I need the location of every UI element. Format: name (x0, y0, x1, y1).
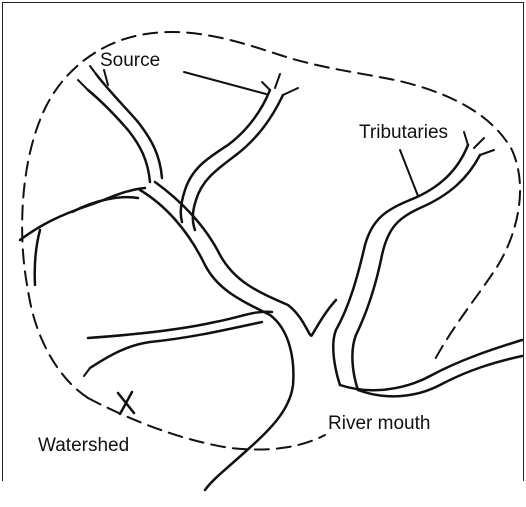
watershed-boundary (22, 32, 520, 398)
source-label: Source (100, 51, 160, 70)
source-pointer-line (184, 72, 266, 94)
left-tributary-b (35, 230, 40, 285)
lower-right-branch-a (340, 340, 522, 390)
upper-left-branch (88, 90, 150, 182)
watershed-x-marker (118, 392, 134, 414)
watershed-label: Watershed (38, 436, 129, 455)
left-tributary-c (72, 197, 138, 212)
river-mouth-label: River mouth (328, 414, 430, 433)
central-fork (262, 74, 298, 95)
tributaries-pointer-line (400, 150, 418, 196)
upper-left-branch-2 (96, 74, 162, 178)
lower-left-fork (84, 368, 90, 376)
right-tributary-fork (464, 132, 494, 155)
central-branch-b (193, 95, 283, 230)
tributaries-label: Tributaries (359, 123, 448, 142)
